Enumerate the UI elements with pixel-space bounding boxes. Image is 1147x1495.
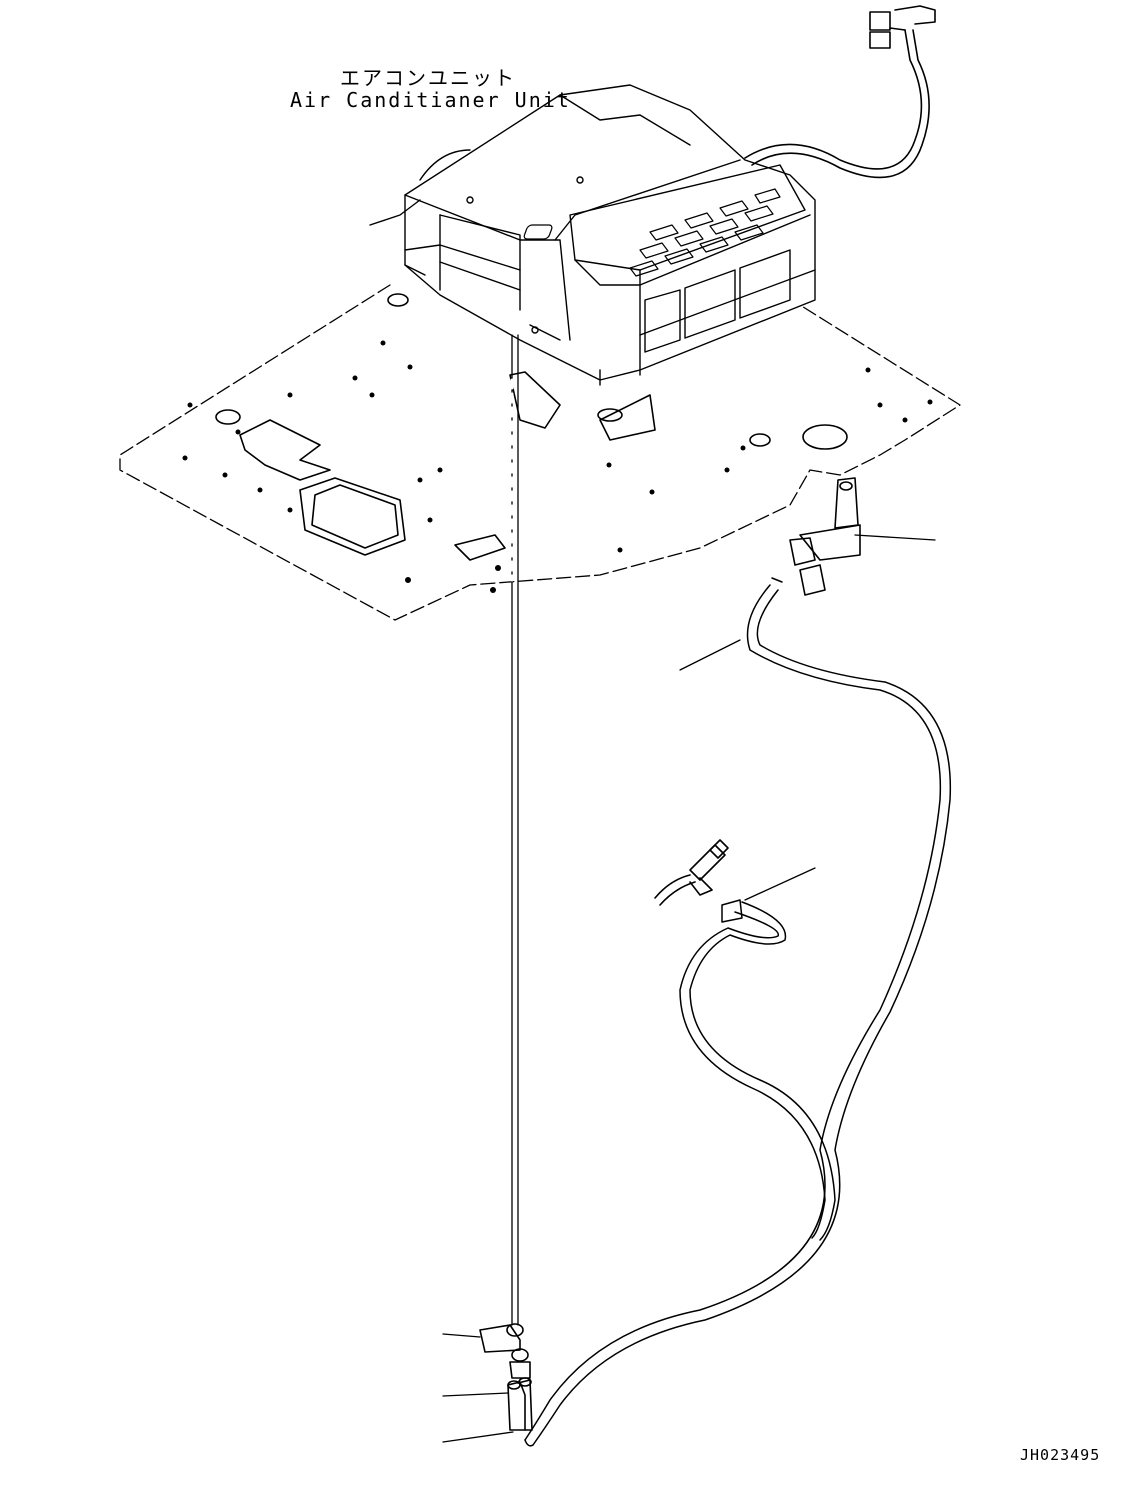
unit-label-english: Air Canditianer Unit xyxy=(290,88,571,112)
sensor-line xyxy=(512,335,518,1325)
air-conditioner-unit xyxy=(370,85,815,385)
bottom-fittings xyxy=(480,1324,532,1430)
floor-plate xyxy=(120,285,960,620)
wiring-harness xyxy=(745,6,935,177)
unit-label-japanese: エアコンユニット xyxy=(340,66,516,90)
drain-valve xyxy=(655,840,728,905)
drain-hose xyxy=(525,578,950,1446)
drawing-code: JH023495 xyxy=(1020,1446,1101,1464)
drain-fitting xyxy=(790,478,860,595)
leader-lines xyxy=(443,535,935,1442)
